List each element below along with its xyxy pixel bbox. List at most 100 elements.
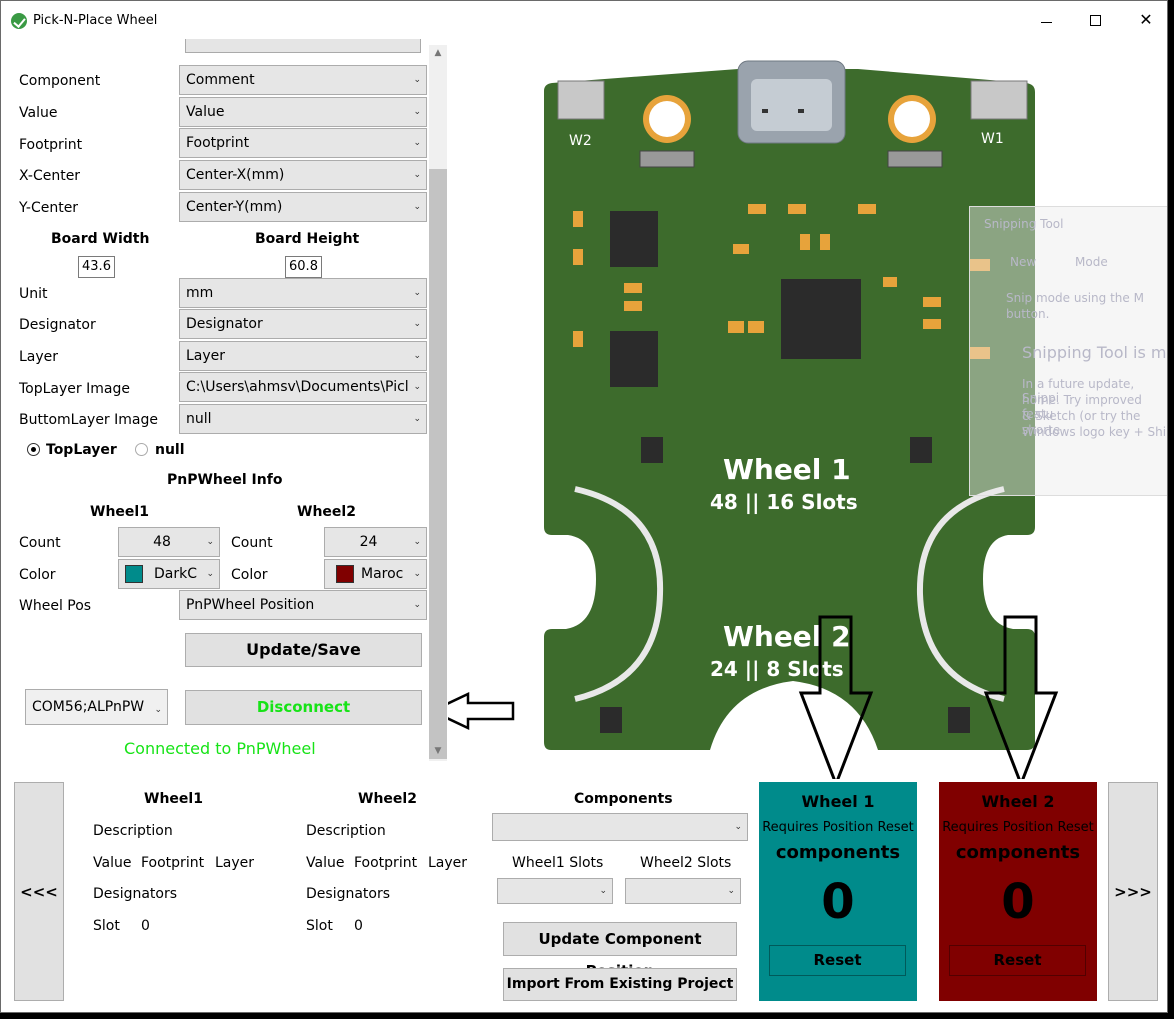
pcb-preview: W2 W1 — [429, 39, 1167, 789]
wheel2-count-select[interactable]: 24⌄ — [324, 527, 427, 557]
wheel-pos-value: PnPWheel Position — [186, 597, 315, 613]
components-select[interactable]: ⌄ — [492, 813, 748, 841]
unit-select[interactable]: mm⌄ — [179, 278, 427, 308]
component-select[interactable]: Comment ⌄ — [179, 65, 427, 95]
chevron-down-icon: ⌄ — [599, 886, 607, 896]
board-width-input[interactable]: 43.6 — [78, 256, 115, 278]
update-component-position-button[interactable]: Update Component Position — [503, 922, 737, 980]
next-button[interactable]: >>> — [1108, 782, 1158, 1001]
mcu-chip — [781, 279, 861, 359]
chevron-down-icon: ⌄ — [727, 886, 735, 896]
prev-button[interactable]: <<< — [14, 782, 64, 1001]
disconnect-button[interactable]: Disconnect — [185, 690, 422, 725]
connection-status: Connected to PnPWheel — [124, 739, 316, 758]
ycenter-select[interactable]: Center-Y(mm)⌄ — [179, 192, 427, 222]
transistor-bl — [600, 707, 622, 733]
wheel2-layer: Layer — [428, 855, 468, 871]
value-label: Value — [19, 105, 58, 121]
wheel1-card-count: 0 — [821, 874, 855, 930]
chevron-down-icon: ⌄ — [413, 202, 421, 212]
maximize-icon — [1090, 15, 1101, 26]
wheel2-slot-value: 0 — [354, 918, 363, 934]
ic-chip-bottom — [610, 331, 658, 387]
chevron-down-icon: ⌄ — [413, 600, 421, 610]
wheel2-color-swatch — [336, 565, 354, 583]
wheel1-slots-label: Wheel1 Slots — [512, 855, 604, 871]
pcb-wheel2-slots: 24 || 8 Slots — [710, 657, 844, 681]
scroll-down-icon[interactable]: ▼ — [434, 746, 442, 756]
minimize-button[interactable] — [1023, 6, 1069, 34]
wheel2-card-components: components — [955, 842, 1081, 863]
designator-select[interactable]: Designator⌄ — [179, 309, 427, 339]
wheel1-slots-select[interactable]: ⌄ — [497, 878, 613, 904]
wheel2-slots-select[interactable]: ⌄ — [625, 878, 741, 904]
title-bar: Pick-N-Place Wheel ✕ — [1, 1, 1167, 39]
footprint-select-value: Footprint — [186, 135, 250, 151]
wheel2-description: Description — [306, 823, 386, 839]
wheel1-reset-button[interactable]: Reset — [769, 945, 906, 976]
wheel1-label: Wheel1 — [90, 504, 149, 520]
bottomlayer-radio-label: null — [155, 442, 185, 458]
wheel2-reset-button[interactable]: Reset — [949, 945, 1086, 976]
wheel1-color-label: Color — [19, 567, 56, 583]
wheel2-card-title: Wheel 2 — [981, 792, 1055, 811]
ghost-line: Snip mode using the M — [1006, 291, 1144, 305]
arrow-down-icon — [983, 615, 1059, 789]
chevron-down-icon: ⌄ — [413, 351, 421, 361]
toplayer-radio-label: TopLayer — [46, 442, 117, 458]
wheel2-count-value: 24 — [359, 534, 378, 550]
bottomlayer-image-select[interactable]: null⌄ — [179, 404, 427, 434]
transistor-br — [948, 707, 970, 733]
component-select-value: Comment — [186, 72, 255, 88]
window-title: Pick-N-Place Wheel — [33, 13, 158, 28]
bottomlayer-image-label: ButtomLayer Image — [19, 412, 158, 428]
scroll-up-icon[interactable]: ▲ — [434, 48, 442, 58]
board-height-input[interactable]: 60.8 — [285, 256, 322, 278]
chevron-down-icon: ⌄ — [413, 319, 421, 329]
com-port-select[interactable]: COM56;ALPnPW⌄ — [25, 689, 168, 725]
connector-right — [887, 150, 943, 168]
value-select-value: Value — [186, 104, 225, 120]
transistor-right — [910, 437, 932, 463]
chevron-down-icon: ⌄ — [413, 75, 421, 85]
pcb-wheel1-slots: 48 || 16 Slots — [710, 490, 858, 514]
layer-select[interactable]: Layer⌄ — [179, 341, 427, 371]
bottom-wheel1-title: Wheel1 — [144, 791, 203, 807]
wheel2-color-value: Maroc — [361, 566, 404, 582]
transistor-left — [641, 437, 663, 463]
wheel1-color-select[interactable]: DarkC⌄ — [118, 559, 220, 589]
value-select[interactable]: Value⌄ — [179, 97, 427, 127]
import-existing-project-button[interactable]: Import From Existing Project — [503, 968, 737, 1001]
pcb-label-w1: W1 — [981, 131, 1004, 147]
wheel1-layer: Layer — [215, 855, 255, 871]
com-port-value: COM56;ALPnPW — [32, 699, 145, 715]
wheel2-color-select[interactable]: Maroc⌄ — [324, 559, 427, 589]
update-save-button[interactable]: Update/Save — [185, 633, 422, 667]
maximize-button[interactable] — [1073, 6, 1119, 34]
wheel2-footprint: Footprint — [354, 855, 418, 871]
wheel2-designators: Designators — [306, 886, 391, 902]
wheel2-card: Wheel 2 Requires Position Reset componen… — [939, 782, 1097, 1001]
close-button[interactable]: ✕ — [1139, 10, 1153, 29]
ghost-line: home. Try improved featu — [1022, 393, 1142, 421]
pcb-wheel2-title: Wheel 2 — [723, 620, 851, 653]
wheel1-card-title: Wheel 1 — [801, 792, 875, 811]
footprint-select[interactable]: Footprint⌄ — [179, 128, 427, 158]
snipping-tool-ghost: Snipping Tool New Mode Snip mode using t… — [969, 206, 1167, 496]
bottomlayer-radio[interactable] — [135, 443, 148, 456]
toplayer-radio[interactable] — [27, 443, 40, 456]
xcenter-select-value: Center-X(mm) — [186, 167, 285, 183]
wheel1-color-swatch — [125, 565, 143, 583]
wheel-pos-select[interactable]: PnPWheel Position ⌄ — [179, 590, 427, 620]
toplayer-image-select[interactable]: C:\Users\ahmsv\Documents\Picl⌄ — [179, 372, 427, 402]
xcenter-select[interactable]: Center-X(mm)⌄ — [179, 160, 427, 190]
wheel1-count-label: Count — [19, 535, 61, 551]
wheel1-designators: Designators — [93, 886, 178, 902]
arrow-down-icon — [798, 615, 874, 789]
wheel1-count-select[interactable]: 48⌄ — [118, 527, 220, 557]
scrollbar-thumb[interactable] — [429, 169, 447, 759]
ghost-line: In a future update, Snippi — [1022, 377, 1135, 405]
wheel2-slot-label: Slot — [306, 918, 333, 934]
ghost-line: Windows logo key + Shi — [1022, 425, 1167, 439]
